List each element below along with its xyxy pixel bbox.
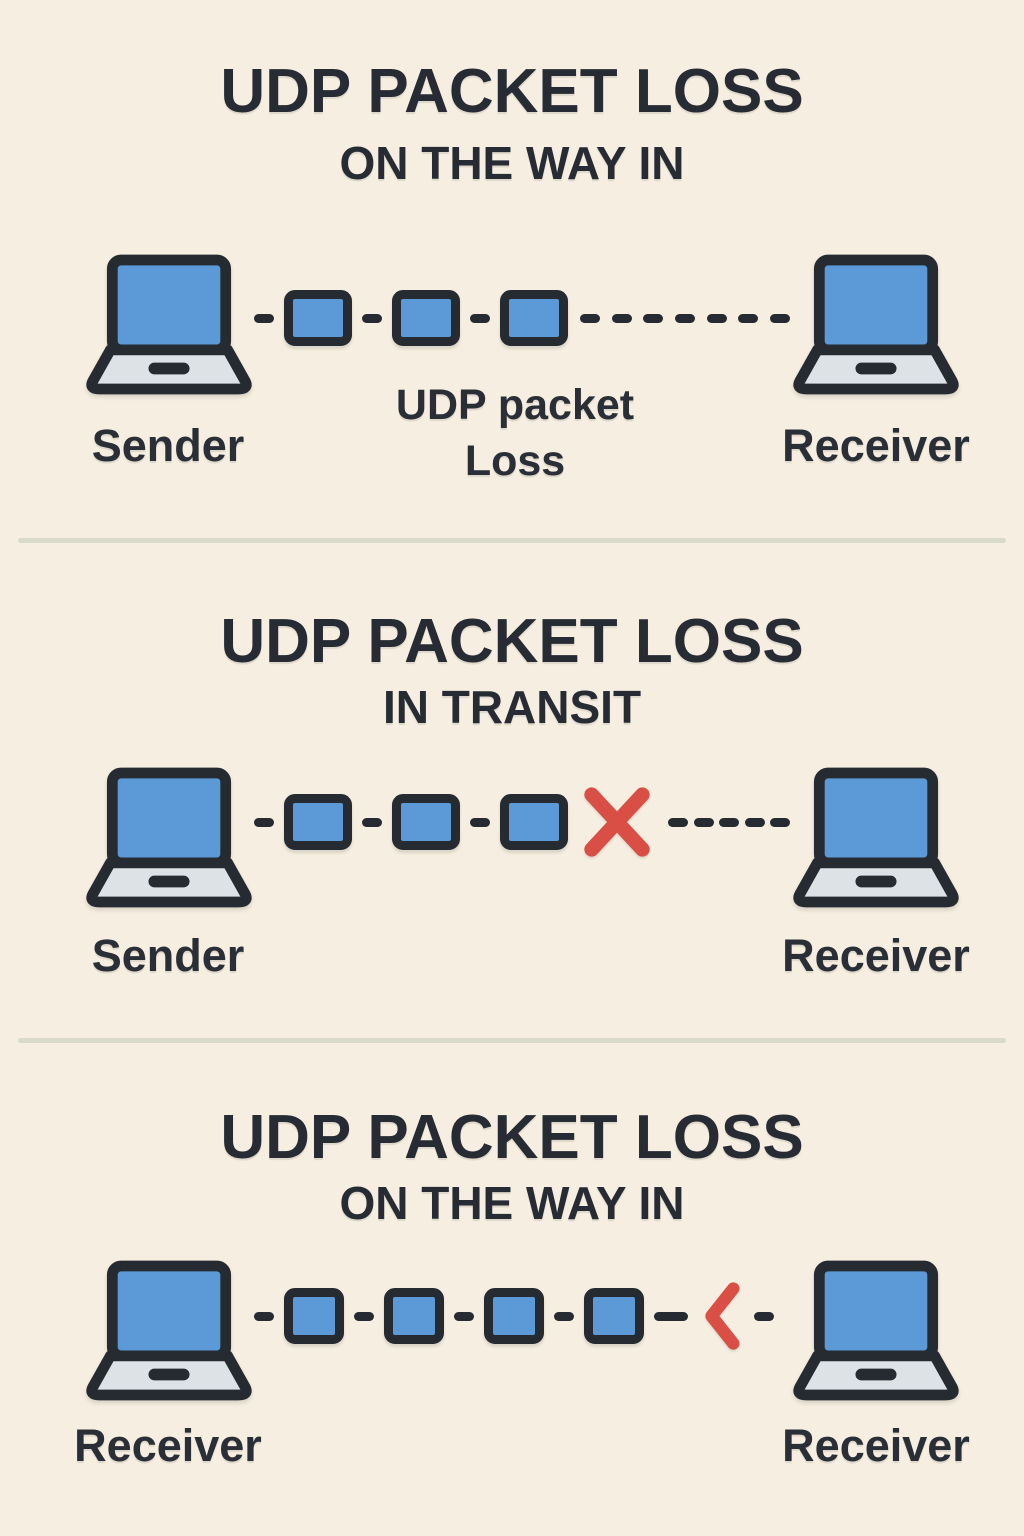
laptop-left-icon bbox=[86, 1260, 252, 1401]
flow-dash bbox=[770, 817, 790, 827]
flow-dash bbox=[470, 817, 490, 827]
laptop-right-icon bbox=[793, 254, 959, 395]
device-label-left: Sender bbox=[91, 930, 245, 981]
panel-title: UDP PACKET LOSS bbox=[220, 1103, 804, 1172]
laptop-left-icon bbox=[86, 767, 252, 908]
flow-dash bbox=[769, 313, 790, 323]
flow-dash bbox=[611, 313, 632, 323]
panel-title: UDP PACKET LOSS bbox=[220, 607, 804, 676]
panel-subtitle: ON THE WAY IN bbox=[339, 137, 685, 189]
flow-dash bbox=[254, 313, 274, 323]
flow-dash bbox=[668, 817, 688, 827]
udp-packet-icon bbox=[284, 1288, 344, 1344]
device-label-left: Receiver bbox=[74, 1420, 262, 1471]
udp-packet-icon bbox=[284, 794, 352, 850]
flow-dash bbox=[654, 1311, 688, 1321]
flow-dash bbox=[254, 1311, 274, 1321]
flow-dash bbox=[554, 1311, 574, 1321]
udp-packet-icon bbox=[500, 290, 568, 346]
section-divider bbox=[18, 1038, 1006, 1043]
flow-dash bbox=[744, 817, 765, 827]
udp-packet-icon bbox=[500, 794, 568, 850]
packet-loss-x-icon bbox=[584, 787, 650, 857]
device-label-right: Receiver bbox=[782, 1420, 970, 1471]
udp-packet-icon bbox=[284, 290, 352, 346]
udp-packet-icon bbox=[392, 794, 460, 850]
dashed-line bbox=[578, 286, 792, 350]
udp-packet-icon bbox=[384, 1288, 444, 1344]
chevron-left-icon bbox=[705, 1282, 740, 1350]
laptop-left-icon bbox=[86, 254, 252, 395]
flow-dash bbox=[254, 817, 274, 827]
udp-packet-icon bbox=[584, 1288, 644, 1344]
laptop-right-icon bbox=[793, 1260, 959, 1401]
flow-dash bbox=[738, 313, 759, 323]
flow-dash bbox=[706, 313, 727, 323]
panel-title: UDP PACKET LOSS bbox=[220, 57, 804, 126]
flow-dash bbox=[580, 313, 600, 323]
panel-loss-on-the-way-in-bottom: UDP PACKET LOSS ON THE WAY IN Receiver R… bbox=[0, 1044, 1024, 1536]
device-label-right: Receiver bbox=[782, 420, 970, 471]
flow-dash bbox=[719, 817, 739, 827]
flow-dash bbox=[362, 313, 382, 323]
flow-dash bbox=[693, 817, 714, 827]
device-label-right: Receiver bbox=[782, 930, 970, 981]
panel-subtitle: IN TRANSIT bbox=[382, 681, 642, 733]
section-divider bbox=[18, 538, 1006, 543]
flow-dash bbox=[674, 313, 695, 323]
device-label-left: Sender bbox=[91, 420, 245, 471]
packet-flow bbox=[254, 787, 792, 857]
flow-dash bbox=[454, 1311, 474, 1321]
flow-dash bbox=[754, 1311, 774, 1321]
flow-dash bbox=[643, 313, 664, 323]
dashed-line bbox=[666, 790, 792, 854]
flow-dash bbox=[362, 817, 382, 827]
panel-loss-in-transit: UDP PACKET LOSS IN TRANSIT Sender Receiv… bbox=[0, 544, 1024, 1038]
panel-loss-on-the-way-in-top: UDP PACKET LOSS ON THE WAY IN UDP packet… bbox=[0, 0, 1024, 538]
udp-packet-loss-annotation: UDP packet Loss bbox=[395, 381, 635, 485]
panel-subtitle: ON THE WAY IN bbox=[339, 1177, 685, 1229]
laptop-right-icon bbox=[793, 767, 959, 908]
flow-dash bbox=[470, 313, 490, 323]
packet-flow bbox=[254, 286, 792, 350]
udp-packet-icon bbox=[392, 290, 460, 346]
udp-packet-icon bbox=[484, 1288, 544, 1344]
flow-dash bbox=[354, 1311, 374, 1321]
packet-flow bbox=[254, 1282, 792, 1350]
